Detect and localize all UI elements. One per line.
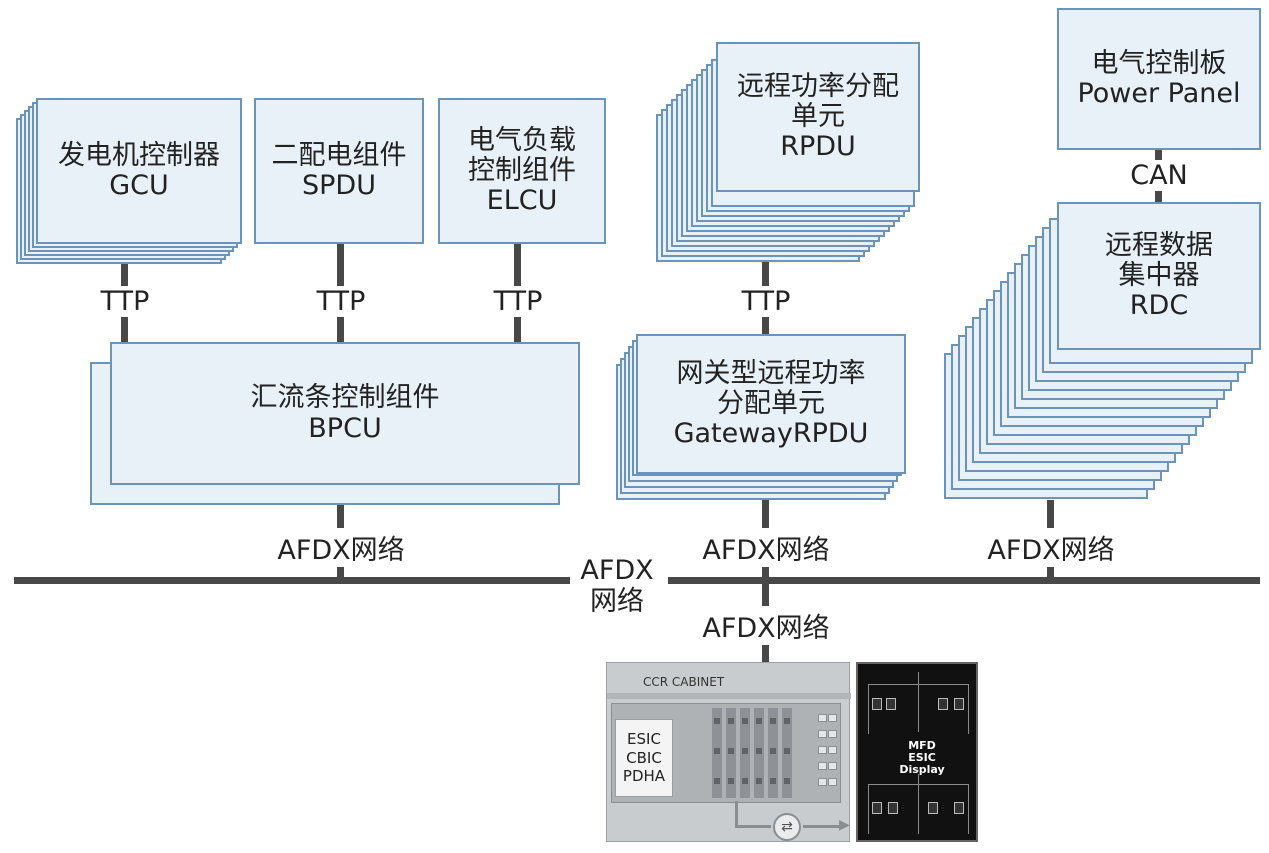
can-label: CAN xyxy=(1128,160,1190,191)
afdx-bus-left xyxy=(14,577,570,584)
gcu-abbr: GCU xyxy=(109,170,169,201)
mfd-label: MFD ESIC Display xyxy=(898,739,946,777)
gateway-rpdu-name-2: 分配单元 xyxy=(717,387,825,419)
gateway-bus-wire xyxy=(762,500,769,668)
mfd-label-1: MFD xyxy=(908,739,936,752)
network-switch-icon: ⇄ xyxy=(773,813,801,841)
spdu-name: 二配电组件 xyxy=(271,139,407,171)
ttp-label-elcu: TTP xyxy=(491,286,545,317)
gateway-rpdu-abbr: GatewayRPDU xyxy=(673,418,869,450)
afdx-bus-label: AFDX 网络 xyxy=(574,555,660,618)
gcu-name: 发电机控制器 xyxy=(58,139,220,171)
afdx-label-gateway: AFDX网络 xyxy=(700,528,832,567)
power-panel-abbr: Power Panel xyxy=(1077,78,1241,109)
module-cbic: CBIC xyxy=(626,748,662,767)
ccr-cabinet-title: CCR CABINET xyxy=(643,675,725,689)
elcu-box: 电气负载 控制组件 ELCU xyxy=(438,98,606,244)
elcu-abbr: ELCU xyxy=(486,185,558,217)
rdc-box: 远程数据 集中器 RDC xyxy=(1057,202,1261,350)
rpdu-name-2: 单元 xyxy=(791,100,845,132)
arrow-right-icon: ▶ xyxy=(839,817,850,833)
ttp-label-gcu: TTP xyxy=(98,286,152,317)
bpcu-abbr: BPCU xyxy=(308,412,382,444)
gcu-box: 发电机控制器 GCU xyxy=(36,98,242,244)
bpcu-name: 汇流条控制组件 xyxy=(250,382,440,414)
mfd-label-3: Display xyxy=(899,763,945,777)
afdx-label-bpcu: AFDX网络 xyxy=(275,528,407,567)
rdc-abbr: RDC xyxy=(1129,290,1189,322)
afdx-bus-right xyxy=(668,577,1260,584)
rpdu-abbr: RPDU xyxy=(780,131,856,163)
mfd-label-2: ESIC xyxy=(908,751,936,765)
cabinet-module-label: ESIC CBIC PDHA xyxy=(615,719,673,797)
power-panel-name: 电气控制板 xyxy=(1091,47,1227,79)
ccr-cabinet-image: CCR CABINET ESIC CBIC PDHA ⇄ ▶ xyxy=(606,662,851,842)
afdx-label-cabinet: AFDX网络 xyxy=(700,606,832,645)
spdu-abbr: SPDU xyxy=(302,170,376,201)
elcu-name-2: 控制组件 xyxy=(468,154,576,186)
rpdu-name-1: 远程功率分配 xyxy=(737,70,899,102)
rpdu-box: 远程功率分配 单元 RPDU xyxy=(716,42,920,192)
power-panel-box: 电气控制板 Power Panel xyxy=(1057,8,1261,150)
afdx-bus-label-2: 网络 xyxy=(589,586,644,618)
gateway-rpdu-box: 网关型远程功率 分配单元 GatewayRPDU xyxy=(636,334,906,474)
afdx-label-rdc: AFDX网络 xyxy=(985,528,1117,567)
spdu-box: 二配电组件 SPDU xyxy=(254,98,424,244)
rdc-name-2: 集中器 xyxy=(1118,259,1200,291)
elcu-name-1: 电气负载 xyxy=(468,124,576,156)
afdx-bus-label-1: AFDX xyxy=(580,555,654,586)
ttp-label-spdu: TTP xyxy=(314,286,368,317)
bpcu-box: 汇流条控制组件 BPCU xyxy=(110,342,580,485)
mfd-esic-display-image: MFD ESIC Display xyxy=(856,662,978,842)
module-pdha: PDHA xyxy=(622,767,666,786)
gateway-rpdu-name-1: 网关型远程功率 xyxy=(676,357,866,389)
rdc-name-1: 远程数据 xyxy=(1105,229,1213,261)
module-esic: ESIC xyxy=(627,729,661,748)
ttp-label-rpdu: TTP xyxy=(739,286,793,317)
